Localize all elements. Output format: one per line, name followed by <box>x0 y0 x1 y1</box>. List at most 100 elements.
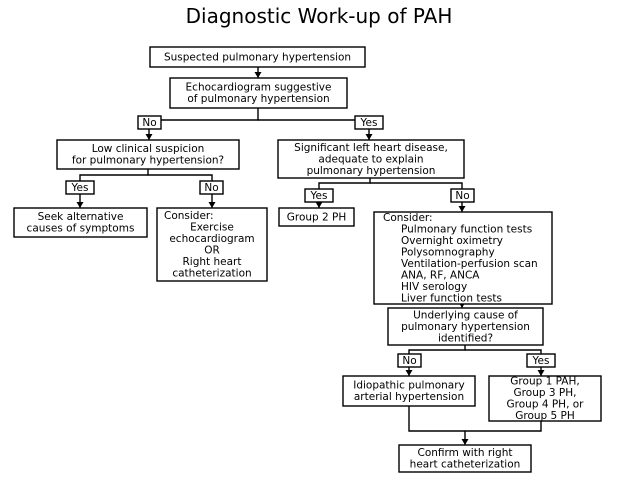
edge-echo-branch-right <box>258 119 370 140</box>
node-suspected-line: Suspected pulmonary hypertension <box>164 51 351 63</box>
edge-label-lh-no: No <box>450 188 475 203</box>
edge-label-und-yes-box <box>526 353 556 368</box>
edge-label-echo-no-box <box>137 115 162 130</box>
edge-label-lh-yes: Yes <box>304 188 334 203</box>
node-group2-box <box>278 207 355 227</box>
node-echo-line: of pulmonary hypertension <box>187 93 329 105</box>
arrowhead-lh-no <box>458 206 466 212</box>
edge-label-echo-no: No <box>137 115 162 130</box>
arrowhead-echo-branch-right <box>365 134 373 140</box>
node-groups-box <box>488 375 602 422</box>
arrowhead-suspected-echo <box>254 72 262 78</box>
node-groups-line: Group 5 PH <box>515 410 575 422</box>
node-idiopathic-line: Idiopathic pulmonary <box>353 380 465 392</box>
edge-label-und-yes-line: Yes <box>532 355 550 367</box>
edge-echo-branch <box>148 108 259 140</box>
node-groups-line: Group 1 PAH, <box>510 376 579 388</box>
arrowhead-und-no <box>405 370 413 376</box>
edge-label-low-yes-box <box>65 180 95 195</box>
node-seek-alt-box <box>13 207 148 238</box>
node-consider2-line: Overnight oximetry <box>401 235 503 247</box>
node-consider1-line: Right heart <box>183 256 242 268</box>
node-echo-line: Echocardiogram suggestive <box>186 82 332 94</box>
node-seek-alt-line: causes of symptoms <box>27 223 135 235</box>
edge-label-echo-yes: Yes <box>354 115 384 130</box>
node-consider1-box <box>156 207 268 282</box>
node-consider2-line: HIV serology <box>401 281 467 293</box>
node-low-suspicion-line: for pulmonary hypertension? <box>72 155 224 167</box>
node-idiopathic-line: arterial hypertension <box>354 391 464 403</box>
arrowhead-lh-yes <box>315 202 323 208</box>
node-left-heart-line: Significant left heart disease, <box>294 142 448 154</box>
node-left-heart-line: pulmonary hypertension <box>307 165 436 177</box>
node-group2: Group 2 PH <box>278 207 355 227</box>
node-consider1-line: OR <box>204 245 220 257</box>
edge-label-und-yes: Yes <box>526 353 556 368</box>
edge-label-lh-yes-line: Yes <box>310 190 328 202</box>
edge-label-echo-yes-line: Yes <box>360 117 378 129</box>
edge-label-low-no-box <box>199 180 224 195</box>
edge-label-und-no: No <box>397 353 422 368</box>
edge-label-lh-yes-box <box>304 188 334 203</box>
node-echo-box <box>169 77 348 109</box>
node-consider1-line: echocardiogram <box>169 233 254 245</box>
node-left-heart-box <box>277 139 465 179</box>
edge-label-low-yes: Yes <box>65 180 95 195</box>
node-consider2-line: ANA, RF, ANCA <box>401 270 480 282</box>
edge-label-lh-no-box <box>450 188 475 203</box>
node-confirm-line: Confirm with right <box>417 447 512 459</box>
edge-idio-confirm <box>408 406 466 445</box>
node-consider2-box <box>373 211 553 305</box>
edge-label-lh-no-line: No <box>455 190 469 202</box>
node-suspected-box <box>149 46 366 68</box>
node-consider2-line: Polysomnography <box>401 247 495 259</box>
edge-label-echo-no-line: No <box>142 117 156 129</box>
edge-lh-no <box>370 182 463 212</box>
node-seek-alt-line: Seek alternative <box>38 211 124 223</box>
node-underlying-line: Underlying cause of <box>413 309 518 321</box>
node-underlying-line: pulmonary hypertension <box>401 321 530 333</box>
node-groups: Group 1 PAH,Group 3 PH,Group 4 PH, orGro… <box>488 375 602 422</box>
node-underlying-line: identified? <box>438 332 493 344</box>
edge-low-no <box>148 174 213 208</box>
node-groups-line: Group 4 PH, or <box>507 399 585 411</box>
node-underlying-box <box>387 307 544 346</box>
arrowhead-low-yes <box>76 202 84 208</box>
edge-label-und-no-line: No <box>402 355 416 367</box>
arrowhead-idio-confirm <box>461 439 469 445</box>
node-low-suspicion-line: Low clinical suspicion <box>92 143 205 155</box>
node-consider2-line: Ventilation-perfusion scan <box>401 258 538 270</box>
arrowhead-low-no <box>208 202 216 208</box>
edge-label-echo-yes-box <box>354 115 384 130</box>
node-consider2: Consider:Pulmonary function testsOvernig… <box>373 211 553 305</box>
node-low-suspicion-box <box>56 139 240 170</box>
node-consider1-line: Consider: <box>164 210 214 222</box>
node-consider1-line: catheterization <box>172 268 251 280</box>
node-idiopathic-box <box>342 375 476 407</box>
node-left-heart-line: adequate to explain <box>318 153 423 165</box>
node-group2-line: Group 2 PH <box>287 211 347 223</box>
node-consider2-line: Liver function tests <box>401 293 502 305</box>
arrowhead-und-yes <box>537 370 545 376</box>
node-confirm-line: heart catheterization <box>410 459 521 471</box>
node-suspected: Suspected pulmonary hypertension <box>149 46 366 68</box>
edge-label-und-no-box <box>397 353 422 368</box>
arrowhead-echo-branch <box>145 134 153 140</box>
node-confirm-box <box>398 444 532 473</box>
edge-label-low-yes-line: Yes <box>71 182 89 194</box>
node-left-heart: Significant left heart disease,adequate … <box>277 139 465 179</box>
node-groups-line: Group 3 PH, <box>514 387 577 399</box>
edge-label-low-no: No <box>199 180 224 195</box>
node-consider2-line: Consider: <box>383 212 433 224</box>
page-title: Diagnostic Work-up of PAH <box>185 4 453 28</box>
edge-groups-confirm <box>465 421 542 432</box>
